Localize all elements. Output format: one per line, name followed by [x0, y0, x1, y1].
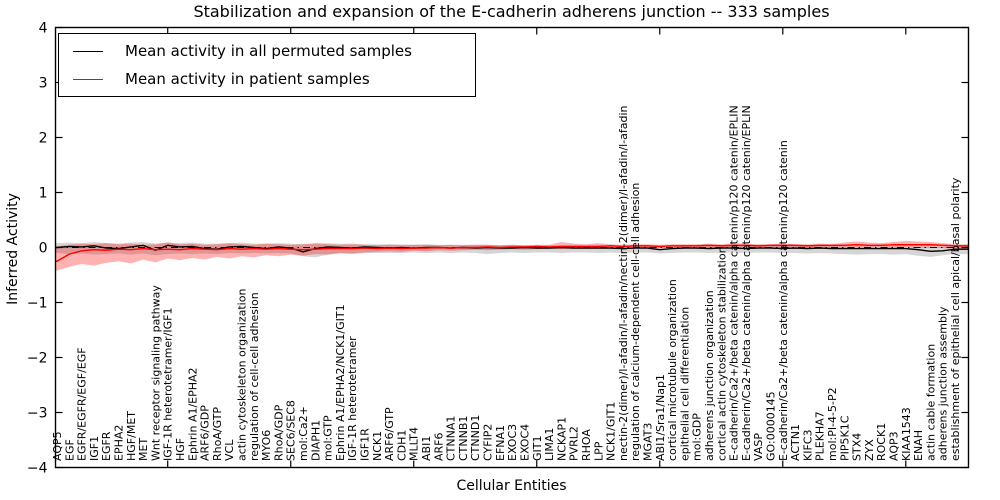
x-tick-label: ACTN1 [789, 424, 802, 461]
x-tick-label: KIFC3 [801, 430, 814, 461]
x-tick-label: CDH1 [395, 430, 408, 461]
x-tick-label: SEC6/SEC8 [285, 400, 298, 461]
x-tick-label: epithelial cell differentiation [678, 307, 691, 461]
black-line-sample [73, 50, 103, 52]
x-tick-label: RhoA/GTP [211, 407, 224, 461]
legend-entry-patient: Mean activity in patient samples [59, 68, 475, 90]
x-tick-label: PLEKHA7 [814, 411, 827, 461]
y-tick-label: −2 [27, 351, 48, 367]
x-tick-label: establishment of epithelial cell apical/… [949, 177, 962, 461]
x-tick-label: MET [137, 438, 150, 461]
x-tick-label: E-cadherin/Ca2+/beta catenin/alpha caten… [740, 105, 753, 461]
x-tick-label: Ephrin A1/EPHA2 [186, 367, 199, 461]
x-tick-label: VASP [752, 433, 765, 461]
x-tick-label: HGF/MET [125, 411, 138, 461]
chart-title: Stabilization and expansion of the E-cad… [193, 2, 830, 21]
x-tick-label: cortical actin cytoskeleton stabilizatio… [715, 246, 728, 461]
x-tick-label: Ephrin A1/EPHA2/NCK1/GIT1 [334, 304, 347, 461]
x-tick-label: EXOC4 [518, 424, 531, 461]
x-tick-label: actin cytoskeleton organization [236, 289, 249, 461]
x-tick-label: Wnt receptor signaling pathway [149, 285, 162, 461]
x-tick-label: ARF6 [432, 433, 445, 462]
x-tick-label: ABI1 [420, 436, 433, 461]
x-tick-label: RHOA [580, 429, 593, 461]
x-tick-label: IGF1 [88, 436, 101, 461]
x-tick-label: NCKAP1 [555, 417, 568, 461]
x-tick-label: AQP5 [51, 431, 64, 461]
x-tick-label: ARF6/GDP [199, 405, 212, 461]
y-tick-label: 4 [39, 21, 48, 37]
legend-entry-permuted: Mean activity in all permuted samples [59, 40, 475, 62]
x-tick-label: ROCK1 [875, 423, 888, 461]
x-tick-label: ABI1/Sra1/Nap1 [654, 374, 667, 461]
x-tick-label: adherens junction assembly [937, 306, 950, 461]
x-tick-label: RhoA/GDP [272, 404, 285, 461]
x-tick-label: MGAT3 [641, 423, 654, 461]
x-tick-label: CYFIP2 [482, 424, 495, 461]
y-tick-label: −4 [27, 461, 48, 477]
x-tick-label: LIMA1 [543, 428, 556, 461]
x-tick-label: CTNNA1 [445, 416, 458, 461]
x-tick-label: regulation of calcium-dependent cell-cel… [629, 183, 642, 461]
x-tick-label: mol:PI-4-5-P2 [826, 387, 839, 461]
x-tick-label: IGF1R [359, 428, 372, 461]
x-tick-label: IGF-1R heterotetramer/IGF1 [162, 308, 175, 462]
legend-label-permuted: Mean activity in all permuted samples [125, 42, 412, 60]
x-tick-label: ENAH [912, 430, 925, 461]
x-tick-label: EGFR [100, 431, 113, 461]
x-tick-label: AQP3 [887, 431, 900, 461]
x-tick-label: GIT1 [531, 436, 544, 462]
x-tick-label: MLLT4 [408, 427, 421, 461]
x-tick-label: cortical microtubule organization [666, 279, 679, 461]
x-tick-label: GO:0000145 [764, 391, 777, 461]
x-tick-label: EFNA1 [494, 425, 507, 461]
x-tick-label: CTNND1 [469, 415, 482, 461]
x-tick-label: MYO6 [260, 430, 273, 461]
x-tick-label: E-cadherin/Ca2+/beta catenin/alpha caten… [777, 140, 790, 461]
x-tick-label: mol:Ca2+ [297, 406, 310, 461]
x-tick-label: KIAA1543 [900, 407, 913, 461]
x-tick-label: HGF [174, 438, 187, 461]
x-tick-label: nectin-2(dimer)/l-afadin/l-afadin/nectin… [617, 105, 630, 461]
x-tick-label: ARF6/GTP [383, 407, 396, 461]
x-tick-label: EXOC3 [506, 424, 519, 461]
x-tick-label: PVRL2 [568, 426, 581, 461]
x-tick-label: VCL [223, 439, 236, 461]
mean-activity-line [55, 244, 969, 253]
mean-activity-line [55, 244, 969, 262]
y-tick-label: −1 [27, 296, 48, 312]
x-tick-label: EGFR/EGFR/EGF/EGF [76, 347, 89, 461]
x-tick-label: mol:GTP [322, 415, 335, 461]
y-tick-label: −3 [27, 406, 48, 422]
x-tick-label: STX4 [851, 433, 864, 461]
x-tick-label: adherens junction organization [703, 290, 716, 461]
x-tick-label: E-cadherin/Ca2+/beta catenin/alpha caten… [728, 105, 741, 461]
legend-box: Mean activity in all permuted samples Me… [58, 33, 476, 97]
x-tick-label: mol:GDP [691, 413, 704, 461]
y-tick-label: 3 [39, 76, 48, 92]
y-tick-label: 2 [39, 131, 48, 147]
x-tick-label: EGF [63, 439, 76, 461]
x-tick-label: LPP [592, 441, 605, 461]
y-tick-label: 1 [39, 186, 48, 202]
red-line-sample [73, 78, 103, 80]
x-tick-label: NCK1/GIT1 [605, 402, 618, 461]
x-tick-label: DIAPH1 [309, 420, 322, 461]
x-tick-label: actin cable formation [924, 344, 937, 461]
x-tick-label: PIP5K1C [838, 415, 851, 461]
x-tick-label: IGF-1R heterotetramer [346, 336, 359, 461]
y-tick-label: 0 [39, 241, 48, 257]
x-tick-label: CTNNB1 [457, 416, 470, 461]
x-axis-label: Cellular Entities [456, 478, 567, 494]
x-tick-label: regulation of cell-cell adhesion [248, 292, 261, 461]
x-tick-label: ZYX [863, 439, 876, 461]
x-tick-label: EPHA2 [113, 425, 126, 461]
x-tick-label: NCK1 [371, 431, 384, 461]
legend-label-patient: Mean activity in patient samples [125, 70, 370, 88]
